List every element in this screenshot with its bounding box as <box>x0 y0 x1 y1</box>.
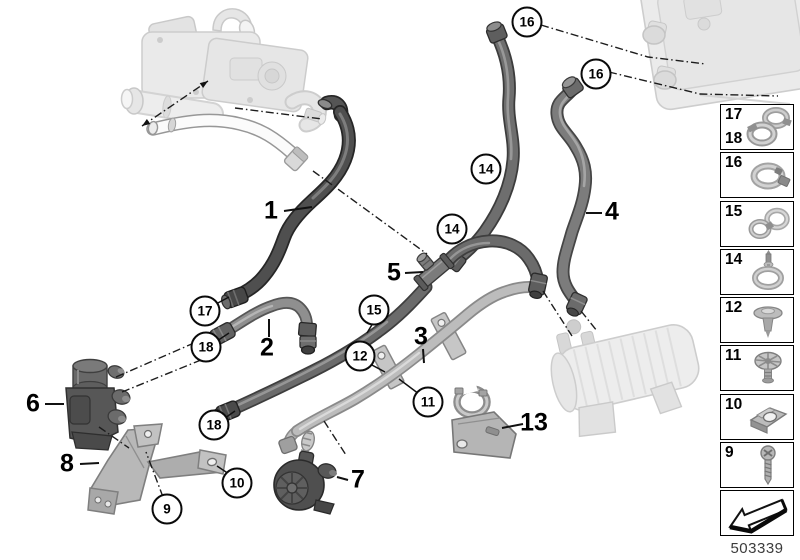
legend-number: 10 <box>725 395 743 413</box>
callout-12[interactable]: 12 <box>344 340 376 372</box>
callout-9[interactable]: 9 <box>151 493 183 525</box>
callout-16[interactable]: 16 <box>511 6 543 38</box>
hose-clamp-screw-icon <box>750 162 791 190</box>
hose-4 <box>550 76 593 317</box>
callout-16[interactable]: 16 <box>580 58 612 90</box>
callout-11[interactable]: 11 <box>412 386 444 418</box>
expansion-tank-assembly <box>550 319 700 438</box>
hose-holder-13 <box>451 383 517 459</box>
hose-1-end-fitting <box>221 286 249 310</box>
callout-3[interactable]: 3 <box>414 322 428 351</box>
hose-3 <box>278 281 535 455</box>
hose-1 <box>221 95 356 310</box>
legend-number: 15 <box>725 202 743 220</box>
clip-nut-icon <box>749 407 788 434</box>
legend-direction-box <box>720 490 794 537</box>
legend-item-14: 14 <box>720 248 794 295</box>
legend-item-16: 16 <box>720 152 794 199</box>
legend-number: 11 <box>725 347 742 365</box>
expanding-rivet-icon <box>753 306 783 339</box>
callout-7[interactable]: 7 <box>351 465 365 494</box>
leader-arrowheads <box>142 81 208 126</box>
egr-cooler-assembly <box>120 8 327 133</box>
callout-10[interactable]: 10 <box>221 467 253 499</box>
hose-clamp-double-icon <box>746 107 792 147</box>
direction-arrow-icon <box>728 498 788 535</box>
hose-2-elbow-connector <box>297 321 317 355</box>
t-connector-5 <box>413 252 455 292</box>
callout-5[interactable]: 5 <box>387 258 401 287</box>
legend-item-17-18: 17 18 <box>720 104 794 150</box>
leader-lines-dashed <box>98 24 779 498</box>
legend-item-10: 10 <box>720 393 794 440</box>
callout-18[interactable]: 18 <box>198 409 230 441</box>
hose-clamp-pair-icon <box>748 207 790 239</box>
hose-15-run <box>212 234 548 423</box>
white-hose-connector <box>283 146 309 172</box>
legend-number: 9 <box>725 444 734 462</box>
callout-14[interactable]: 14 <box>436 213 468 245</box>
callout-2[interactable]: 2 <box>260 333 274 362</box>
legend-number: 14 <box>725 250 743 268</box>
callout-13[interactable]: 13 <box>520 408 548 437</box>
callout-1[interactable]: 1 <box>264 196 278 225</box>
callout-4[interactable]: 4 <box>605 197 619 226</box>
hose-holder-clip-icon <box>752 249 784 290</box>
hose-14-top-fitting <box>485 21 508 44</box>
callout-8[interactable]: 8 <box>60 449 74 478</box>
heater-unit-assembly <box>639 0 800 111</box>
plastic-rivet-icon <box>754 352 782 384</box>
arch-end-fitting <box>528 272 548 299</box>
self-tapping-screw-icon <box>760 445 776 486</box>
water-pump-7 <box>273 430 337 515</box>
callout-15[interactable]: 15 <box>358 294 390 326</box>
legend-number: 17 <box>725 106 743 123</box>
legend-item-11: 11 <box>720 345 794 392</box>
diagram-number: 503339 <box>730 540 784 557</box>
legend-item-12: 12 <box>720 297 794 344</box>
callout-14[interactable]: 14 <box>470 153 502 185</box>
legend-number: 18 <box>725 130 743 147</box>
hose-4-end-fitting <box>565 291 588 317</box>
coolant-valve-6 <box>65 358 131 451</box>
hose-3-connector <box>278 435 298 455</box>
callout-6[interactable]: 6 <box>26 389 40 418</box>
legend-item-9: 9 <box>720 442 794 489</box>
legend-number: 12 <box>725 299 743 317</box>
callout-18[interactable]: 18 <box>190 331 222 363</box>
hose-4-top-fitting <box>561 76 584 99</box>
legend-number: 16 <box>725 154 743 172</box>
white-hose <box>146 113 309 172</box>
legend-item-15: 15 <box>720 200 794 247</box>
legend-sidebar: 17 18 16 15 14 <box>720 104 794 539</box>
callout-17[interactable]: 17 <box>189 295 221 327</box>
